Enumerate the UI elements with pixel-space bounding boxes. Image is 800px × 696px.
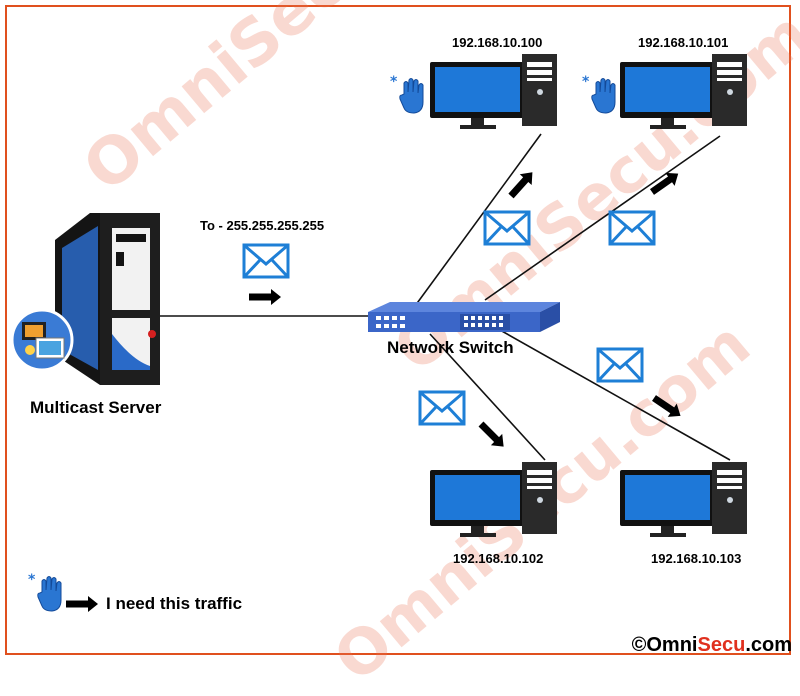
switch-label: Network Switch — [387, 338, 514, 357]
host-ip-3: 192.168.10.102 — [453, 551, 544, 566]
envelope-icon-host-2 — [608, 210, 656, 246]
copyright-symbol: © — [631, 634, 647, 656]
brand-part-com: .com — [745, 634, 792, 656]
diagram-frame — [5, 5, 791, 655]
envelope-icon-host-3 — [418, 390, 466, 426]
host-computer-1 — [430, 54, 557, 129]
envelope-icon-host-4 — [596, 347, 644, 383]
brand-part-omni: Omni — [646, 634, 698, 656]
hand-icon-host-2 — [581, 73, 616, 114]
hand-icon-host-1 — [389, 73, 424, 114]
copyright-brand: ©OmniSecu.com — [632, 634, 792, 657]
multicast-server — [55, 213, 160, 385]
media-icon — [10, 308, 74, 372]
network-switch — [368, 302, 560, 332]
host-ip-1: 192.168.10.100 — [452, 35, 543, 50]
server-label: Multicast Server — [30, 398, 162, 417]
destination-address-label: To - 255.255.255.255 — [200, 218, 325, 233]
host-computer-3 — [430, 462, 557, 537]
network-diagram: * — [10, 54, 747, 612]
host-computer-4 — [620, 462, 747, 537]
envelope-icon-server — [242, 243, 290, 279]
arrow-icon-server — [249, 289, 281, 305]
brand-part-secu: Secu — [697, 634, 746, 656]
host-ip-4: 192.168.10.103 — [651, 551, 742, 566]
legend-arrow-icon — [66, 596, 98, 612]
host-ip-2: 192.168.10.101 — [638, 35, 729, 50]
legend-hand-icon — [27, 571, 62, 612]
envelope-icon-host-1 — [483, 210, 531, 246]
host-computer-2 — [620, 54, 747, 129]
connection-lines — [160, 133, 731, 461]
arrow-icon-host-1 — [505, 166, 539, 202]
legend-label: I need this traffic — [106, 594, 243, 613]
arrow-icon-host-3 — [475, 418, 510, 453]
